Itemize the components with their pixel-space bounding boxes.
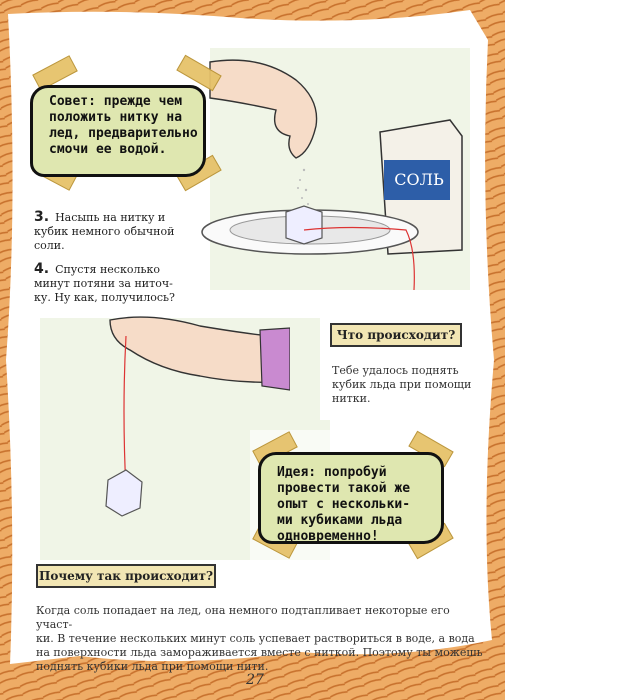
sleeve — [259, 327, 290, 391]
red-thread — [123, 335, 127, 491]
tip-line: Совет: прежде чем — [49, 94, 183, 109]
salt-particles — [297, 168, 309, 205]
what-happens-heading: Что происходит? — [330, 323, 462, 347]
red-thread — [303, 226, 415, 291]
tip-line: лед, предварительно — [49, 126, 198, 141]
what-happens-text: Тебе удалось поднять кубик льда при помо… — [332, 364, 482, 406]
page-number: 27 — [246, 672, 264, 688]
lifted-ice-cube — [105, 469, 143, 517]
idea-line: опыт с нескольки- — [277, 497, 411, 512]
ice-cube — [285, 205, 323, 245]
what-happens-line: кубик льда при помощи — [332, 378, 472, 391]
step-text: кубик немного обычной — [34, 225, 175, 238]
why-line: на поверхности льда замораживается вмест… — [36, 646, 483, 659]
step-4: 4. Спустя несколько минут потяни за ниточ… — [34, 262, 194, 305]
salt-plate-illustration — [201, 59, 463, 291]
step-text: соли. — [34, 239, 65, 252]
idea-line: ми кубиками льда — [277, 513, 403, 528]
why-line: Когда соль попадает на лед, она немного … — [36, 604, 450, 631]
lifting-hand — [109, 316, 290, 384]
idea-note: Идея: попробуй провести такой же опыт с … — [258, 452, 444, 544]
step-text: Насыпь на нитку и — [55, 211, 166, 224]
lift-illustration — [105, 316, 290, 517]
step-3: 3. Насыпь на нитку и кубик немного обычно… — [34, 210, 194, 253]
right-margin — [505, 0, 629, 700]
tip-line: смочи ее водой. — [49, 142, 167, 157]
hand — [209, 59, 318, 159]
why-line: ки. В течение нескольких минут соль успе… — [36, 632, 475, 645]
why-line: поднять кубики льда при помощи нити. — [36, 660, 269, 673]
idea-line: одновременно! — [277, 529, 379, 544]
idea-line: провести такой же — [277, 481, 411, 496]
why-text: Когда соль попадает на лед, она немного … — [36, 604, 486, 674]
salt-box-label: СОЛЬ — [394, 170, 444, 189]
idea-line: Идея: попробуй — [277, 465, 387, 480]
step-text: Спустя несколько — [55, 263, 160, 276]
what-happens-line: нитки. — [332, 392, 371, 405]
step-text: ку. Ну как, получилось? — [34, 291, 175, 304]
tip-note: Совет: прежде чем положить нитку на лед,… — [30, 85, 206, 177]
step-number: 3. — [34, 209, 50, 225]
step-text: минут потяни за ниточ- — [34, 277, 173, 290]
what-happens-line: Тебе удалось поднять — [332, 364, 459, 377]
why-heading: Почему так происходит? — [36, 564, 216, 588]
tip-line: положить нитку на — [49, 110, 183, 125]
step-number: 4. — [34, 261, 50, 277]
